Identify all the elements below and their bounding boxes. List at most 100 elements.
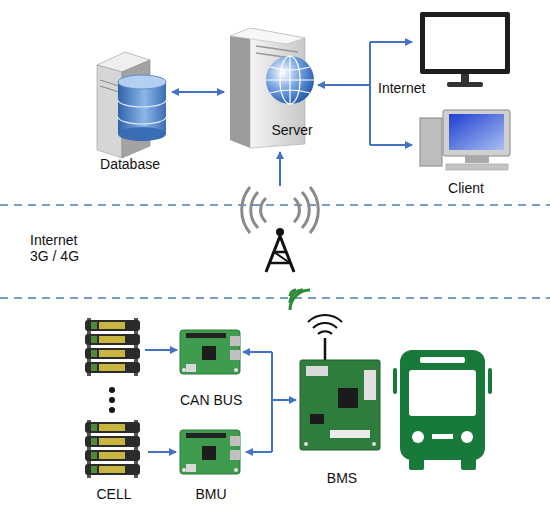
server-icon — [256, 46, 298, 52]
desktop-pc-icon — [443, 110, 510, 156]
server-node: Server — [224, 20, 318, 148]
connector-segment — [272, 399, 296, 401]
wireless-waves — [290, 290, 310, 310]
desktop-pc-icon — [446, 164, 508, 170]
connector-segment — [369, 42, 371, 145]
cell-tower-icon — [302, 192, 309, 228]
database-icon — [97, 52, 166, 158]
cell-tower-icon — [242, 187, 250, 233]
uplink-arrow — [279, 152, 281, 186]
bms-board — [338, 388, 358, 408]
bus-icon — [461, 431, 473, 443]
bus-icon — [412, 431, 424, 443]
connector-segment — [172, 91, 224, 93]
bms-board — [304, 442, 308, 446]
cell-tower-icon — [261, 198, 266, 222]
free-label: Internet 3G / 4G — [30, 232, 90, 264]
monitor-icon — [420, 12, 510, 74]
bmu-board — [180, 330, 240, 374]
database-icon — [100, 86, 119, 92]
bmu-board — [180, 430, 240, 474]
cell-tower-icon — [280, 236, 294, 272]
dashed-separator — [0, 297, 550, 299]
connector-segment — [172, 91, 224, 93]
desktop-pc-icon — [420, 118, 442, 166]
cell-tower-icon — [276, 228, 284, 236]
database-icon — [118, 100, 166, 107]
ellipsis-dots — [109, 387, 115, 413]
monitor-icon — [425, 17, 505, 69]
cell-pack — [85, 420, 140, 478]
connector-segment — [246, 451, 272, 453]
connector — [148, 452, 176, 453]
cell-link-arrow — [145, 349, 177, 351]
ellipsis-dots — [109, 397, 115, 403]
server-icon — [266, 79, 314, 80]
cell-tower-icon — [310, 187, 318, 233]
bus-icon — [400, 350, 485, 460]
monitor-icon — [420, 12, 510, 87]
dashed-separator — [0, 204, 550, 206]
client-node: Client — [412, 8, 520, 198]
bus-icon — [393, 368, 397, 394]
bms-board — [310, 414, 324, 424]
desktop-pc-icon — [420, 110, 510, 170]
bus-icon — [461, 458, 476, 470]
server-icon — [266, 56, 314, 104]
connector-segment — [370, 144, 412, 146]
node-label: CELL — [80, 486, 148, 502]
bms-board — [313, 323, 337, 328]
bus-icon — [393, 350, 492, 470]
bus-icon — [409, 370, 476, 416]
database-icon — [118, 127, 166, 141]
bms-board — [364, 370, 376, 400]
bms-board — [318, 331, 332, 334]
cell-tower-icon — [274, 252, 290, 263]
bus-icon — [488, 368, 492, 394]
bms-node: BMS — [296, 318, 388, 490]
bmu-node: BMU — [176, 424, 246, 504]
connector — [246, 352, 296, 452]
monitor-icon — [447, 82, 483, 87]
database-icon — [118, 82, 166, 134]
cell-node: CELL — [80, 416, 148, 504]
ellipsis-dots — [109, 387, 115, 393]
bus-icon — [409, 458, 424, 470]
monitor-icon — [461, 74, 469, 82]
server-icon — [270, 67, 310, 70]
wireless-waves — [290, 290, 310, 310]
database-node: Database — [88, 48, 172, 174]
node-label: Server — [266, 122, 318, 138]
bms-board — [306, 366, 328, 376]
bms-board — [330, 430, 370, 438]
free-label: CAN BUS — [180, 392, 260, 408]
desktop-pc-icon — [449, 114, 504, 150]
server-icon — [230, 28, 305, 44]
bus-icon — [432, 434, 453, 439]
ellipsis-dots — [109, 407, 115, 413]
server-icon — [230, 28, 250, 148]
connector-segment — [318, 84, 370, 86]
bms-board — [300, 360, 380, 450]
bus-icon — [420, 357, 465, 363]
cell-tower-icon — [294, 198, 299, 222]
database-icon — [118, 117, 166, 124]
cell-tower-icon — [251, 192, 258, 228]
desktop-pc-icon — [465, 156, 489, 163]
connector-segment — [148, 451, 176, 453]
cell-tower-icon — [242, 187, 319, 272]
connector-segment — [148, 451, 176, 453]
bms-board — [308, 315, 342, 322]
server-icon — [270, 90, 310, 93]
free-label: Internet — [378, 80, 448, 96]
database-icon — [118, 75, 166, 89]
node-label: BMU — [176, 486, 246, 502]
connector-segment — [271, 352, 273, 452]
connector-segment — [370, 41, 412, 43]
node-label: BMS — [296, 470, 388, 486]
database-icon — [100, 80, 119, 86]
bms-board — [372, 442, 376, 446]
